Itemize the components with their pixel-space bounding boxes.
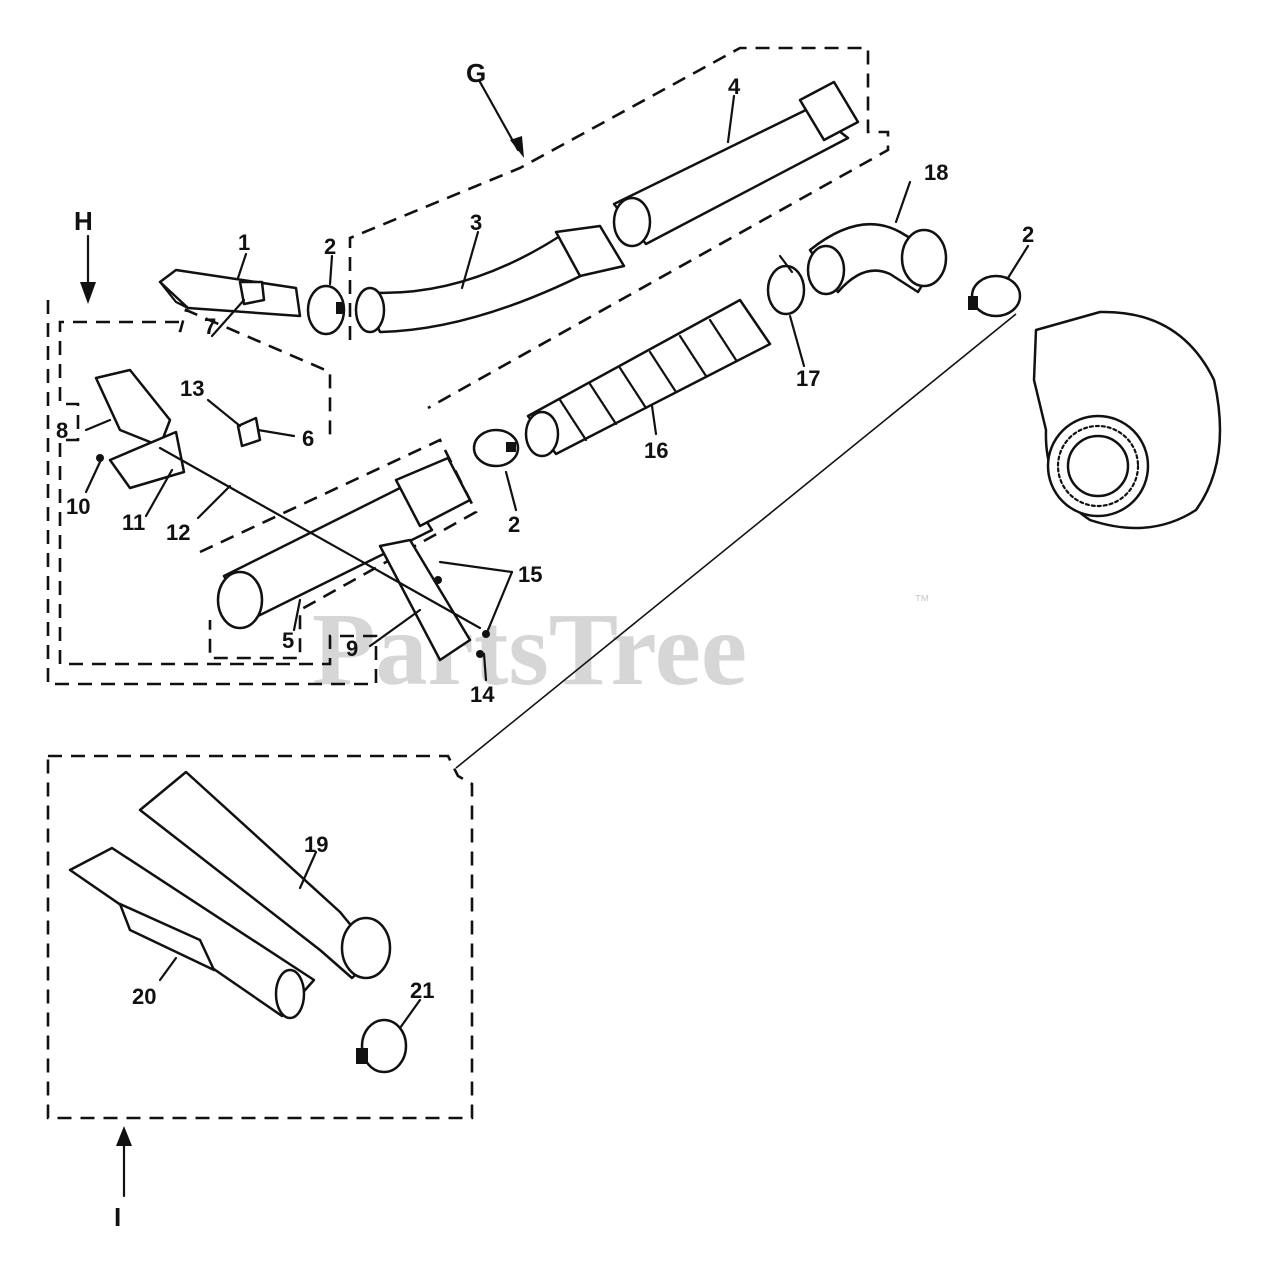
callout-7: 7 [204, 314, 216, 339]
group-label-i: I [114, 1202, 121, 1232]
callout-16: 16 [644, 438, 668, 463]
callout-9: 9 [346, 636, 358, 661]
callout-13: 13 [180, 376, 204, 401]
group-label-g: G [466, 58, 486, 88]
callout-19: 19 [304, 832, 328, 857]
part-21-clamp [356, 1018, 408, 1074]
handle-assembly [94, 280, 490, 662]
group-g-arrow-line [478, 80, 520, 152]
callout-21: 21 [410, 978, 434, 1003]
callout-18: 18 [924, 160, 948, 185]
group-i-leader [455, 313, 1017, 769]
callout-12: 12 [166, 520, 190, 545]
group-label-h: H [74, 206, 93, 236]
group-g-arrow-head [510, 136, 524, 158]
callout-1: 1 [238, 230, 250, 255]
watermark-text: PartsTree [312, 592, 747, 707]
callout-20: 20 [132, 984, 156, 1009]
callout-5: 5 [282, 628, 294, 653]
tube-5-outline [199, 438, 478, 660]
group-i-arrow-head [116, 1126, 132, 1146]
group-i-outline [46, 754, 474, 1120]
callout-8: 8 [56, 418, 68, 443]
part-2-clamp-c [968, 274, 1022, 318]
part-2-clamp-b [472, 428, 520, 468]
callout-17: 17 [796, 366, 820, 391]
callout-2-blower: 2 [1022, 222, 1034, 247]
callout-6: 6 [302, 426, 314, 451]
callout-4: 4 [728, 74, 741, 99]
part-19-extension-nozzle [138, 770, 392, 980]
part-5-lower-tube [216, 456, 472, 630]
callout-3: 3 [470, 210, 482, 235]
part-1-nozzle [158, 268, 302, 318]
part-16-corrugated-hose [524, 298, 772, 458]
part-4-straight-tube [612, 80, 860, 248]
callout-15: 15 [518, 562, 542, 587]
callout-2-hose: 2 [508, 512, 520, 537]
leader-lines [84, 94, 1030, 1030]
group-h-outline [46, 300, 378, 686]
group-g-outline [348, 46, 890, 410]
callout-2-nozzle: 2 [324, 234, 336, 259]
callout-14: 14 [470, 682, 495, 707]
part-17-clamp [766, 254, 806, 316]
trademark-symbol: ™ [914, 593, 930, 610]
part-3-curved-tube [354, 224, 626, 334]
group-h-arrow-head [80, 282, 96, 304]
callout-11: 11 [122, 510, 145, 535]
blower-housing [1032, 310, 1222, 530]
callout-10: 10 [66, 494, 90, 519]
part-20-extension-tube [68, 846, 316, 1020]
part-18-elbow [806, 222, 948, 296]
part-2-clamp-a [306, 284, 346, 336]
